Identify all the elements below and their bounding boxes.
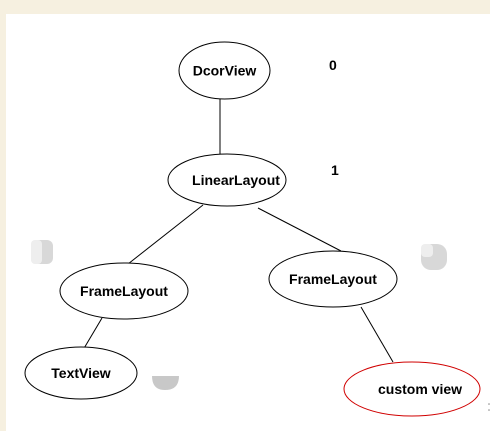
decorative-blob-left xyxy=(31,240,53,264)
node-textview-label: TextView xyxy=(51,365,111,381)
node-textview: TextView xyxy=(24,346,138,400)
node-framelayout-right-label: FrameLayout xyxy=(289,271,377,287)
edge-framelayout-customview xyxy=(360,306,394,363)
decorative-blob-right xyxy=(421,244,447,270)
node-customview-label: custom view xyxy=(378,381,462,397)
node-linearlayout: LinearLayout xyxy=(167,153,287,207)
level-0-label: 0 xyxy=(329,57,337,73)
edge-framelayout-textview xyxy=(82,317,103,351)
node-framelayout-left: FrameLayout xyxy=(59,262,189,320)
edge-linearlayout-framelayout-right xyxy=(257,207,342,252)
node-framelayout-right: FrameLayout xyxy=(268,250,398,308)
node-linearlayout-label: LinearLayout xyxy=(192,172,280,188)
edge-linearlayout-framelayout-left xyxy=(127,204,204,265)
node-framelayout-left-label: FrameLayout xyxy=(80,283,168,299)
decorative-dots xyxy=(488,403,490,411)
node-decorview: DcorView xyxy=(178,41,271,100)
level-1-label: 1 xyxy=(331,162,339,178)
node-customview: custom view xyxy=(343,361,481,417)
decorative-blob-bottom xyxy=(152,376,179,390)
node-decorview-label: DcorView xyxy=(193,63,257,79)
